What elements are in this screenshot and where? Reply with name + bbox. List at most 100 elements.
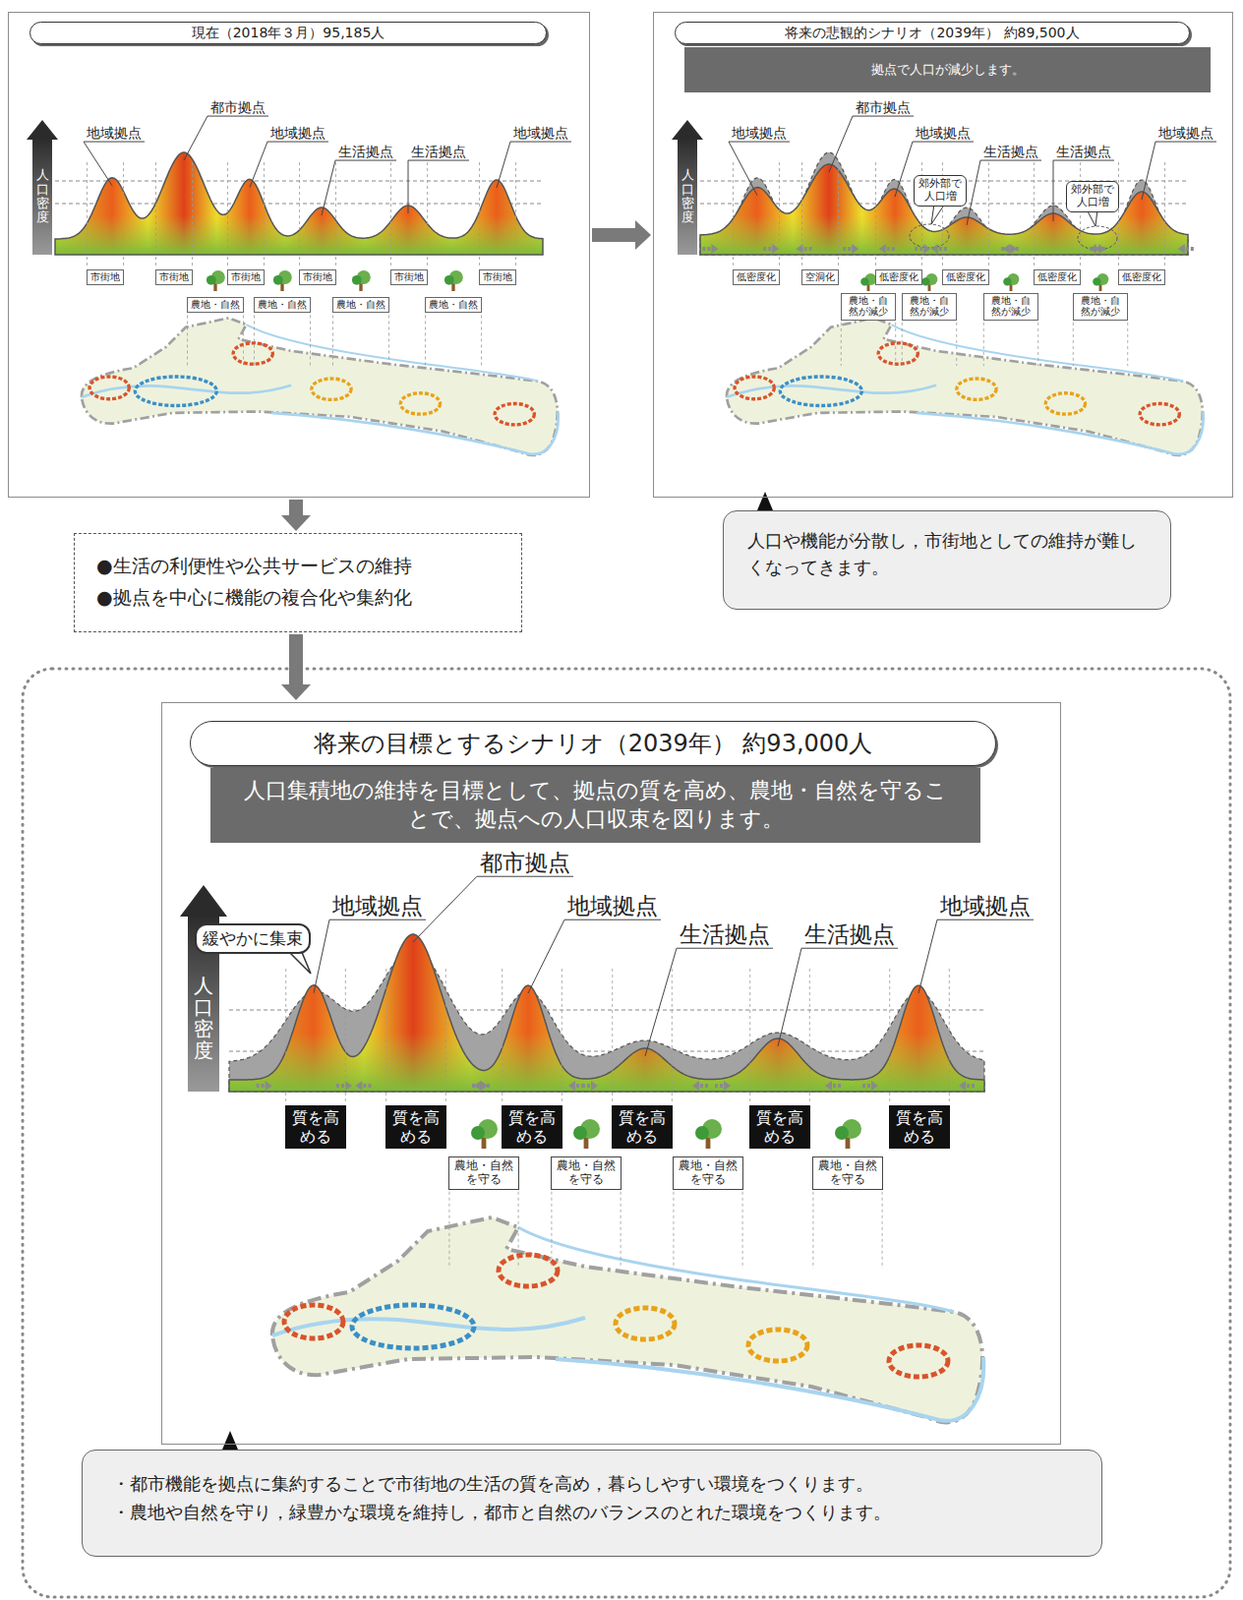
- guide-line: [122, 162, 124, 268]
- guide-line: [732, 162, 734, 268]
- art-rect: [677, 137, 698, 255]
- hub-label: 地域拠点: [567, 892, 658, 919]
- suburb-marker: [1077, 226, 1118, 250]
- convergence-arrow: [265, 1080, 273, 1091]
- convergence-arrow: [763, 246, 773, 251]
- node-text: 農地・自然: [190, 299, 240, 311]
- art-use: [81, 317, 559, 456]
- art-polygon: [26, 119, 59, 140]
- guide-line: [298, 162, 300, 268]
- node-text: 市街地: [394, 272, 424, 284]
- convergence-arrow: [723, 1080, 731, 1091]
- guide-line: [561, 968, 563, 1104]
- area-box: 農地・自然が減少: [840, 293, 896, 321]
- convergence-arrow: [830, 1083, 841, 1088]
- arrow-shaft: [289, 634, 303, 685]
- node-text: 市街地: [90, 272, 120, 284]
- convergence-arrow: [937, 246, 948, 251]
- leader-line: [408, 160, 470, 162]
- node-text: 空洞化: [805, 272, 835, 284]
- guide-line: [263, 162, 265, 268]
- art-line: [55, 180, 543, 182]
- hub-label: 地域拠点: [513, 124, 569, 141]
- guide-line: [253, 314, 255, 366]
- guide-line: [335, 162, 337, 268]
- node-text: ●拠点を中心に機能の複合化や集約化: [96, 581, 500, 613]
- area-box: 農地・自然: [332, 296, 390, 314]
- leader-line: [183, 116, 208, 161]
- convergence-arrow: [480, 1080, 488, 1091]
- node-text: 市街地: [231, 272, 261, 284]
- area-box: 農地・自然: [186, 296, 244, 314]
- area-box: 低密度化: [942, 269, 990, 287]
- guide-line: [742, 1191, 744, 1269]
- convergence-arrow: [698, 1083, 709, 1088]
- area-box: 低密度化: [732, 269, 780, 287]
- hub-label: 都市拠点: [479, 849, 571, 876]
- node-text: 農地・自然を守る: [453, 1159, 514, 1187]
- leader-line: [980, 160, 1042, 162]
- hub-label: 都市拠点: [855, 99, 911, 116]
- convergence-arrow: [1098, 243, 1106, 254]
- art-use: [272, 1217, 984, 1422]
- area-box: 農地・自然: [253, 296, 311, 314]
- area-box: 市街地: [390, 269, 428, 287]
- convergence-arrow: [336, 1083, 347, 1088]
- node-text: 郊外部で人口増: [917, 177, 962, 203]
- speech-bubble: 緩やかに集束: [194, 923, 311, 954]
- node-text: 農地・自然を守る: [817, 1159, 878, 1187]
- guide-line: [227, 162, 229, 268]
- convergence-arrow: [256, 1083, 267, 1088]
- block-arrow: [281, 634, 311, 701]
- hub-label: 生活拠点: [983, 143, 1039, 160]
- guide-line: [191, 162, 193, 268]
- guide-line: [448, 1191, 450, 1269]
- node-text: 質を高める: [755, 1108, 805, 1146]
- axis-label: 人口密度: [36, 168, 50, 225]
- node-text: 農地・自然: [336, 299, 386, 311]
- guide-line: [888, 968, 890, 1104]
- leader-line: [207, 116, 269, 118]
- convergence-arrow: [1178, 243, 1185, 254]
- convergence-arrow: [879, 243, 887, 254]
- block-arrow: [591, 220, 652, 250]
- node-text: 質を高める: [617, 1108, 667, 1146]
- nature-box: 農地・自然を守る: [448, 1156, 519, 1190]
- leader-line: [249, 141, 268, 187]
- guide-line: [983, 322, 985, 366]
- convergence-arrow: [923, 243, 931, 254]
- hub-label: 地域拠点: [940, 892, 1031, 919]
- node-text: ●生活の利便性や公共サービスの維持: [96, 549, 500, 582]
- arrow-shaft: [591, 228, 636, 242]
- convergence-arrow: [964, 1083, 975, 1088]
- area-box: 市街地: [155, 269, 193, 287]
- guide-line: [424, 314, 426, 366]
- node-text: 拠点で人口が減少します。: [684, 47, 1211, 93]
- hub-label: 地域拠点: [1158, 124, 1214, 141]
- arrow-shaft: [289, 499, 303, 516]
- convergence-arrow: [345, 1080, 353, 1091]
- convergence-arrow: [885, 246, 895, 251]
- guide-line: [778, 162, 780, 268]
- convergence-arrow: [771, 243, 779, 254]
- leader-line: [728, 141, 790, 143]
- node-text: 緩やかに集束: [202, 927, 303, 950]
- node-text: 質を高める: [391, 1108, 441, 1146]
- speech-bubble: 郊外部で人口増: [913, 175, 966, 206]
- leader-line: [966, 160, 981, 226]
- guide-line: [988, 162, 990, 268]
- guide-line: [882, 1191, 884, 1269]
- node-text: 質を高める: [507, 1108, 557, 1146]
- art-polygon: [222, 1430, 238, 1450]
- node-text: 低密度化: [736, 272, 776, 284]
- arrow-head: [281, 515, 311, 532]
- convergence-arrow: [710, 243, 718, 254]
- convergence-arrow: [1009, 243, 1017, 254]
- area-box: 市街地: [298, 269, 337, 287]
- leader-line: [728, 141, 758, 196]
- leader-line: [528, 919, 565, 994]
- convergence-arrow: [1183, 246, 1194, 251]
- leader-line: [267, 141, 329, 143]
- leader-line: [918, 919, 938, 994]
- convergence-arrow: [472, 1083, 482, 1088]
